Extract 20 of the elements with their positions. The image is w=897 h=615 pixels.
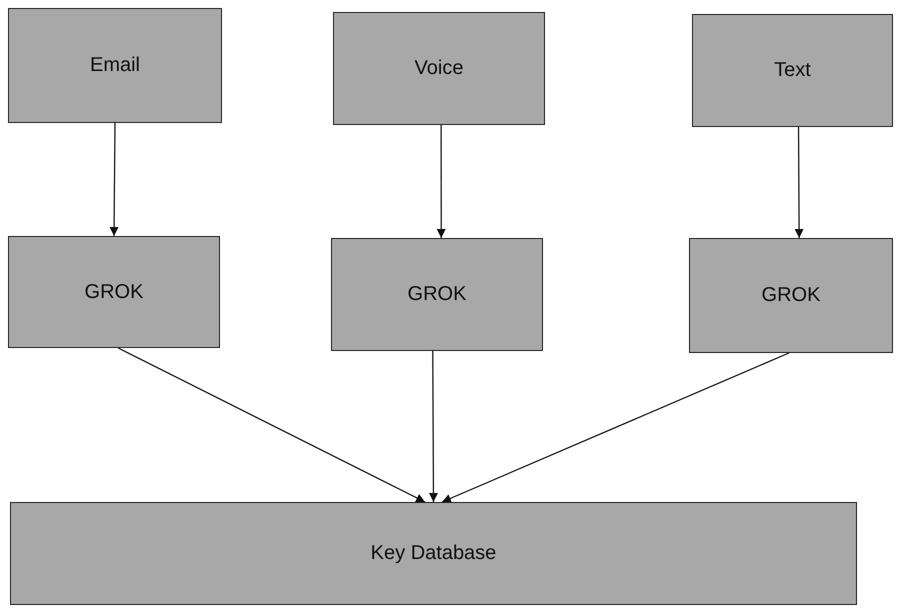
process-box [8,8,222,123]
node-label: GROK [762,284,820,307]
process-box [333,12,545,125]
process-box [692,14,893,127]
arrow [110,123,119,236]
arrow [428,351,438,502]
process-box [8,236,220,348]
node-label: GROK [408,283,466,306]
arrow [436,125,446,238]
arrow [794,127,804,238]
node-label: Key Database [370,542,496,565]
arrow [118,347,426,503]
process-box [331,238,543,351]
process-box [10,502,857,605]
process-box [689,238,893,353]
node-label: GROK [84,280,144,304]
arrow [442,352,790,503]
node-label: Voice [414,57,464,80]
node-label: Email [90,54,140,77]
node-label: Text [774,59,811,82]
